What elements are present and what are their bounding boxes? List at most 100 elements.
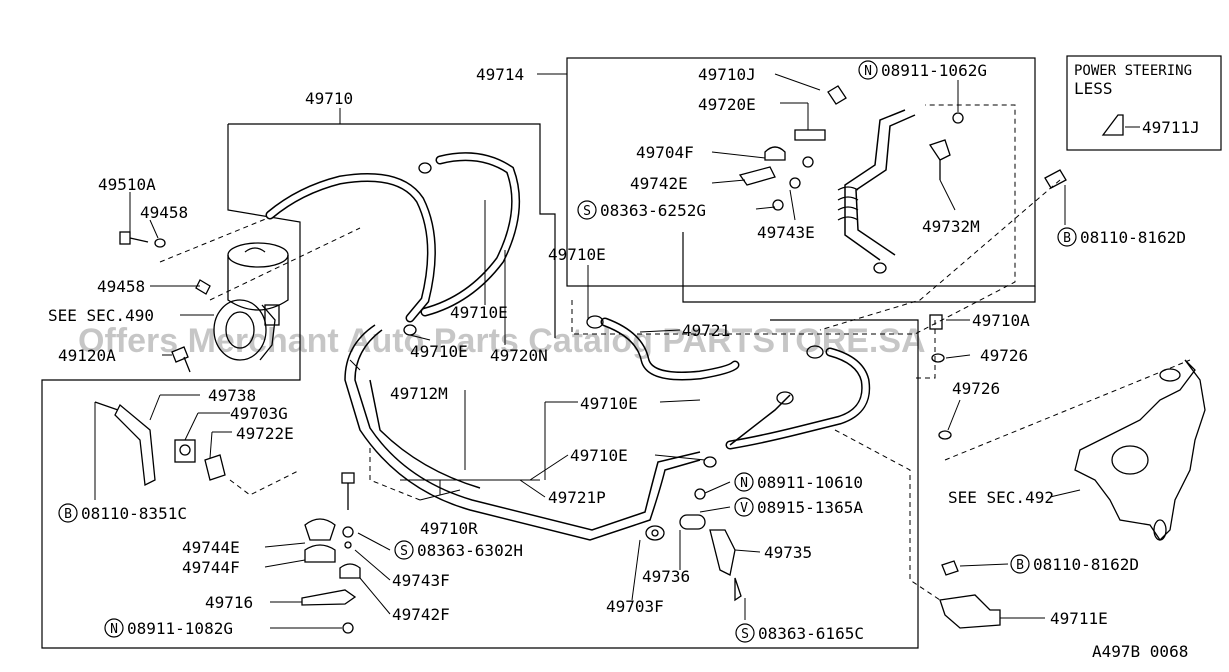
label-49744E: 49744E <box>182 538 240 557</box>
label-49744F: 49744F <box>182 558 240 577</box>
label-49720N: 49720N <box>490 346 548 365</box>
bracket-49742F <box>339 563 361 579</box>
label-49743E: 49743E <box>757 223 815 242</box>
clamp-49722E <box>204 454 226 481</box>
label-49710E-d: 49710E <box>580 394 638 413</box>
hose-49721 <box>600 317 740 381</box>
badge-b-8162D-top: B <box>1057 227 1077 247</box>
label-49722E: 49722E <box>236 424 294 443</box>
label-08363-6252G: 08363-6252G <box>600 201 706 220</box>
label-49710R: 49710R <box>420 519 478 538</box>
label-49743F: 49743F <box>392 571 450 590</box>
clamp-49704F <box>764 146 814 168</box>
badge-n-10610: N <box>734 472 754 492</box>
bracket-49742E <box>738 166 776 186</box>
steering-gear-assembly <box>1074 359 1206 542</box>
svg-text:S: S <box>400 544 408 559</box>
badge-b-8162D-bot: B <box>1010 554 1030 574</box>
label-49710E-e: 49710E <box>570 446 628 465</box>
label-49726-b: 49726 <box>952 379 1000 398</box>
label-49120A: 49120A <box>58 346 116 365</box>
bolt-08363-6302H <box>341 472 355 549</box>
badge-s-6252G: S <box>577 200 597 220</box>
bracket-49735 <box>709 529 736 576</box>
clamp-49744F <box>304 544 336 563</box>
label-49510A: 49510A <box>98 175 156 194</box>
pipe-to-gear <box>729 391 794 446</box>
clamp-49703G <box>174 439 196 463</box>
hose-49710-upper <box>420 152 521 317</box>
clamp-49736 <box>679 514 706 530</box>
bracket-49738 <box>94 401 156 486</box>
badge-v-1365A: V <box>734 497 754 517</box>
pipe-49714-cooler <box>837 109 916 274</box>
pipe-49710R <box>369 379 481 489</box>
label-49712M: 49712M <box>390 384 448 403</box>
label-49710J: 49710J <box>698 65 756 84</box>
hose-49710 <box>265 173 436 323</box>
svg-text:B: B <box>1063 231 1071 246</box>
nut-08911-1062G <box>952 112 964 124</box>
group-box-left <box>41 124 919 649</box>
label-49711J: 49711J <box>1142 118 1200 137</box>
strap-49716 <box>301 589 357 606</box>
label-08915-1365A: 08915-1365A <box>757 498 863 517</box>
label-49710: 49710 <box>305 89 353 108</box>
inset-title-line2: LESS <box>1074 79 1113 98</box>
nut-08911-10610 <box>694 488 706 500</box>
label-49710A: 49710A <box>972 311 1030 330</box>
watermark-text: Offers Merchant Auto Parts Catalog PARTS… <box>78 322 926 360</box>
svg-text:N: N <box>110 622 118 637</box>
inset-bracket-49711J <box>1101 114 1124 136</box>
bolt-08363-6165C <box>734 577 742 602</box>
bracket-49720E <box>794 129 826 141</box>
label-08110-8351C: 08110-8351C <box>81 504 187 523</box>
label-49458-mid: 49458 <box>97 277 145 296</box>
svg-text:S: S <box>583 204 591 219</box>
badge-s-6165C: S <box>735 623 755 643</box>
group-box-49710 <box>228 123 556 338</box>
label-49726-a: 49726 <box>980 346 1028 365</box>
label-08363-6165C: 08363-6165C <box>758 624 864 643</box>
drawing-code: A497B 0068 <box>1092 642 1188 661</box>
badge-n-1062G: N <box>858 60 878 80</box>
svg-text:B: B <box>1016 558 1024 573</box>
badge-b-8351C: B <box>58 503 78 523</box>
label-49721P: 49721P <box>548 488 606 507</box>
label-49735: 49735 <box>764 543 812 562</box>
label-49721: 49721 <box>682 321 730 340</box>
label-08110-8162D-bot: 08110-8162D <box>1033 555 1139 574</box>
bolt-08110-8162D-bot <box>941 560 959 576</box>
bracket-49732M <box>928 139 951 180</box>
label-49716: 49716 <box>205 593 253 612</box>
bolt-49510A <box>119 231 166 248</box>
label-49714: 49714 <box>476 65 524 84</box>
label-49742E: 49742E <box>630 174 688 193</box>
svg-text:N: N <box>740 476 748 491</box>
clamp-49703F <box>645 525 665 541</box>
label-49458-top: 49458 <box>140 203 188 222</box>
washer-49726 <box>938 430 952 440</box>
label-49703G: 49703G <box>230 404 288 423</box>
bolt-08110-8162D-top <box>1044 169 1067 189</box>
inset-title-line1: POWER STEERING <box>1074 63 1192 79</box>
badge-n-1082G: N <box>104 618 124 638</box>
group-box-49714 <box>566 57 1036 287</box>
label-08911-1062G: 08911-1062G <box>881 61 987 80</box>
inset-box-power-steering-less <box>1066 55 1222 151</box>
leader-lines <box>94 73 1140 629</box>
badge-s-6302H: S <box>394 540 414 560</box>
label-49703F: 49703F <box>606 597 664 616</box>
label-49742F: 49742F <box>392 605 450 624</box>
reservoir-assembly <box>195 242 289 361</box>
svg-text:V: V <box>740 501 748 516</box>
nut-08911-1082G <box>342 622 354 634</box>
label-49732M: 49732M <box>922 217 980 236</box>
label-49704F: 49704F <box>636 143 694 162</box>
washer-49743E <box>772 177 801 211</box>
label-49710E-c: 49710E <box>548 245 606 264</box>
label-see-sec-490: SEE SEC.490 <box>48 306 154 325</box>
label-49736: 49736 <box>642 567 690 586</box>
label-08911-10610: 08911-10610 <box>757 473 863 492</box>
